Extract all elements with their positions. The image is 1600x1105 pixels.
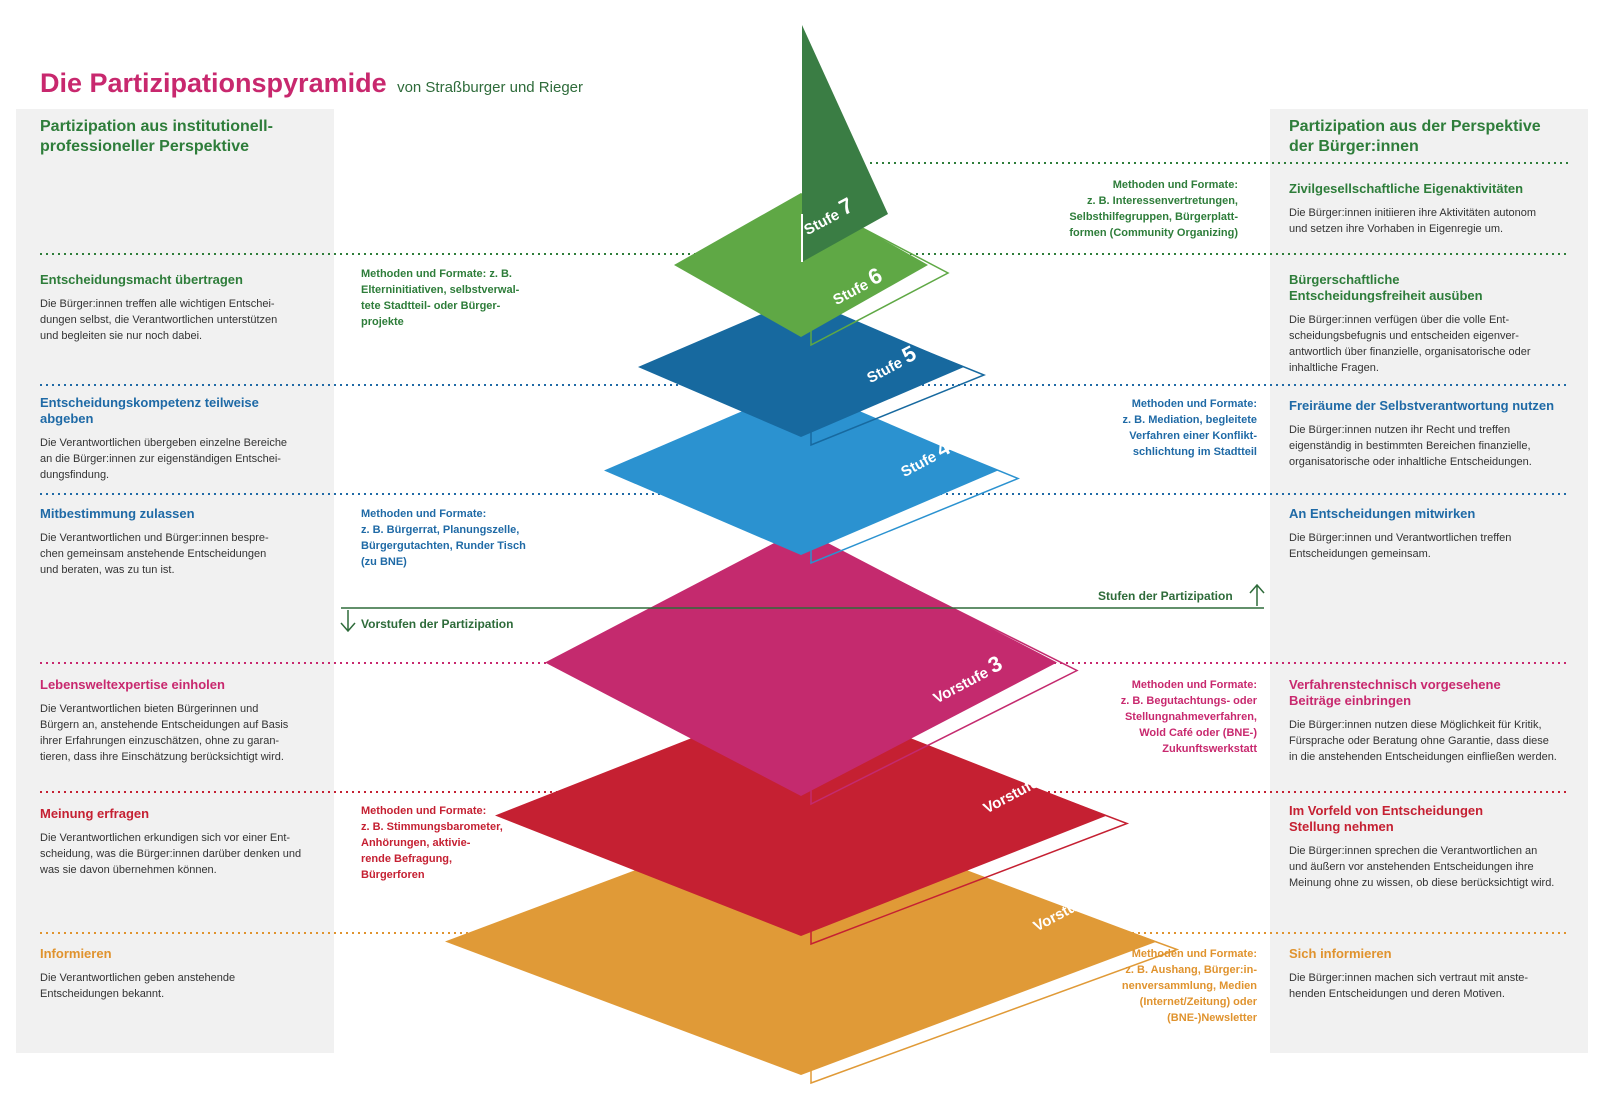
vorstufe3-diamond: [545, 529, 1057, 796]
stufe7-methods: Methoden und Formate: z. B. Interessenve…: [1069, 179, 1238, 239]
page-subtitle: von Straßburger und Rieger: [397, 79, 583, 96]
vorstufe2-left-heading: Meinung erfragen: [40, 806, 150, 821]
title-block: Die Partizipationspyramide von Straßburg…: [40, 68, 583, 99]
vorstufen-label: Vorstufen der Partizipation: [361, 617, 514, 631]
vorstufe1-methods: Methoden und Formate: z. B. Aushang, Bür…: [1121, 948, 1257, 1024]
stufe4-diamond: [604, 386, 998, 555]
stufe7-right-text: Die Bürger:innen initiieren ihre Aktivit…: [1289, 207, 1537, 235]
stufe5-left-heading: Entscheidungskompetenz teilweise abgeben: [40, 395, 259, 426]
arrow-down-icon: [340, 610, 356, 633]
stufe5-right-text: Die Bürger:innen nutzen ihr Recht und tr…: [1289, 424, 1532, 468]
stufe4-left-heading: Mitbestimmung zulassen: [40, 506, 195, 521]
stufe5-diamond: [638, 297, 964, 437]
vorstufe3-left-heading: Lebensweltexpertise einholen: [40, 677, 225, 692]
right-column-heading: Partizipation aus der Perspektive der Bü…: [1289, 118, 1541, 155]
page-title: Die Partizipationspyramide: [40, 68, 387, 98]
vorstufe3-methods: Methoden und Formate: z. B. Begutachtung…: [1120, 679, 1257, 755]
vorstufe2-right-heading: Im Vorfeld von Entscheidungen Stellung n…: [1289, 803, 1484, 834]
vorstufe3-right-heading: Verfahrenstechnisch vorgesehene Beiträge…: [1289, 677, 1501, 708]
vorstufe2-right-text: Die Bürger:innen sprechen die Verantwort…: [1289, 845, 1555, 889]
stufe5-left-text: Die Verantwortlichen übergeben einzelne …: [40, 437, 288, 481]
stufe4-left-text: Die Verantwortlichen und Bürger:innen be…: [40, 532, 269, 576]
arrow-up-icon: [1249, 583, 1265, 606]
stufe4-right-heading: An Entscheidungen mitwirken: [1289, 506, 1476, 521]
vorstufe1-right-text: Die Bürger:innen machen sich vertraut mi…: [1289, 972, 1529, 1000]
stufe6-diamond: [674, 193, 928, 337]
vorstufe2-left-text: Die Verantwortlichen erkundigen sich vor…: [40, 832, 302, 876]
vorstufe1-left-text: Die Verantwortlichen geben anstehende En…: [40, 972, 236, 1000]
stufe6-right-heading: Bürgerschaftliche Entscheidungsfreiheit …: [1289, 272, 1483, 303]
stufe5-methods: Methoden und Formate: z. B. Mediation, b…: [1122, 398, 1257, 458]
stufe7-sail: [802, 25, 888, 262]
stufe7-right-heading: Zivilgesellschaftliche Eigenaktivitäten: [1289, 181, 1524, 196]
stufe6-left-text: Die Bürger:innen treffen alle wichtigen …: [40, 298, 278, 342]
left-column-panel: [16, 109, 334, 1053]
stufe6-methods: Methoden und Formate: z. B. Elterninitia…: [361, 268, 520, 328]
vorstufe2-methods: Methoden und Formate: z. B. Stimmungsbar…: [361, 805, 503, 881]
right-column-panel: [1270, 109, 1588, 1053]
left-column-heading: Partizipation aus institutionell-profess…: [40, 118, 273, 155]
stufe4-methods: Methoden und Formate: z. B. Bürgerrat, P…: [361, 508, 526, 568]
stufe6-left-heading: Entscheidungsmacht übertragen: [40, 272, 243, 287]
stufe6-right-text: Die Bürger:innen verfügen über die volle…: [1289, 314, 1531, 374]
vorstufe2-diamond: [495, 695, 1107, 936]
vorstufe1-right-heading: Sich informieren: [1289, 946, 1392, 961]
vorstufe3-left-text: Die Verantwortlichen bieten Bürgerinnen …: [40, 703, 289, 763]
stufe4-right-text: Die Bürger:innen und Verantwortlichen tr…: [1289, 532, 1512, 560]
vorstufe1-diamond: [445, 808, 1157, 1075]
stufe5-right-heading: Freiräume der Selbstverantwortung nutzen: [1289, 398, 1555, 413]
stufen-label: Stufen der Partizipation: [1098, 589, 1233, 603]
vorstufe1-left-heading: Informieren: [40, 946, 112, 961]
vorstufe3-right-text: Die Bürger:innen nutzen diese Möglichkei…: [1289, 719, 1557, 763]
